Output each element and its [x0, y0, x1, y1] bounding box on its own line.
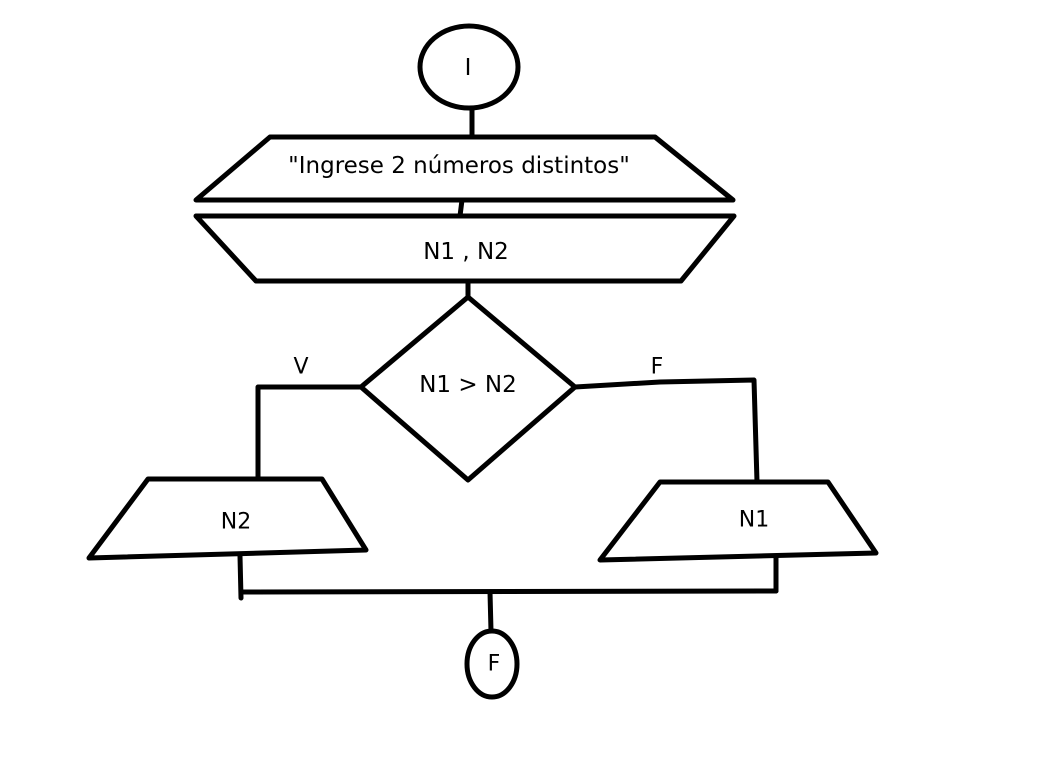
- output-true-shape: N2: [86, 476, 369, 561]
- decision-label: N1 > N2: [419, 372, 517, 398]
- start-label: I: [465, 55, 472, 81]
- prompt-label: "Ingrese 2 números distintos": [288, 153, 630, 179]
- decision-diamond: N1 > N2: [358, 294, 578, 483]
- output-false-shape: N1: [597, 479, 879, 563]
- end-terminal: F: [464, 628, 520, 700]
- decision-false-label: F: [651, 355, 664, 380]
- connector-merge-to-end: [487, 589, 494, 634]
- input-label: N1 , N2: [423, 239, 509, 265]
- connector-merge-line: [238, 588, 779, 595]
- prompt-display-shape: "Ingrese 2 números distintos": [193, 134, 736, 203]
- output-true-label: N2: [221, 510, 251, 535]
- decision-true-label: V: [293, 355, 308, 380]
- connector-prompt-to-input: [457, 197, 465, 219]
- connector-decision-true-branch: [255, 384, 364, 482]
- connector-decision-false-branch: [572, 377, 760, 485]
- start-terminal: I: [417, 23, 521, 111]
- input-shape: N1 , N2: [193, 213, 737, 284]
- end-label: F: [488, 652, 501, 677]
- output-false-label: N1: [739, 508, 769, 533]
